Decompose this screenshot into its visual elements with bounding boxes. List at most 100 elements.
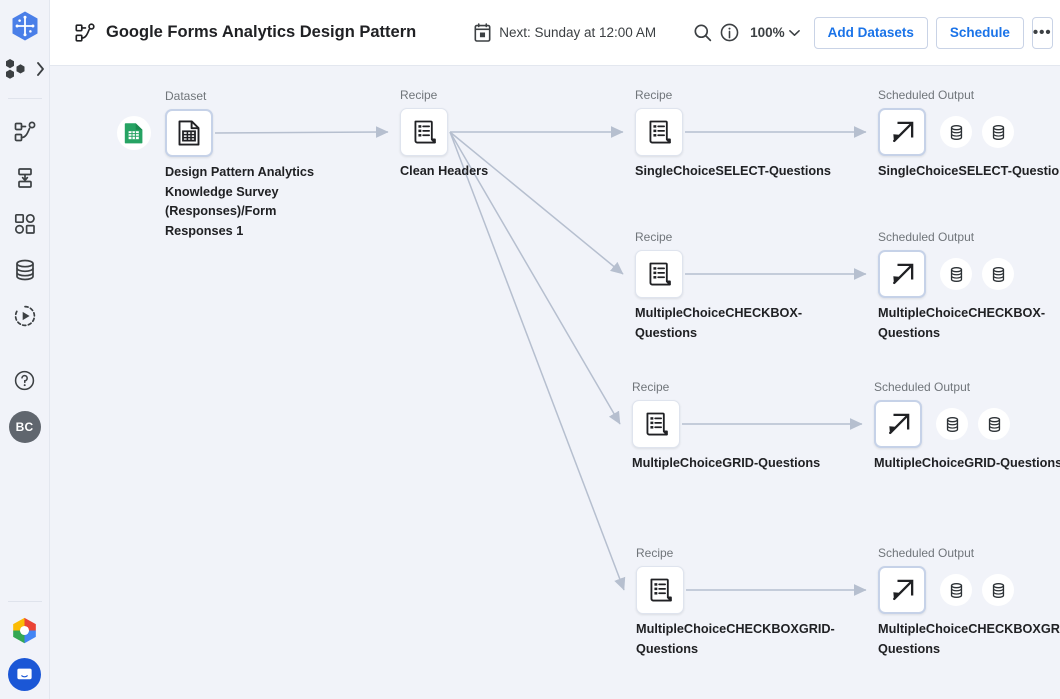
header-flow-graph-icon bbox=[74, 22, 96, 44]
database-icon bbox=[992, 582, 1004, 598]
flow-node-dataset[interactable]: Dataset Design Pattern Analytics Knowled… bbox=[117, 89, 314, 238]
flow-node-clean-headers[interactable]: Recipe Clean Headers bbox=[400, 88, 488, 178]
sidebar-item-flows[interactable] bbox=[5, 109, 45, 155]
google-cloud-logo-icon[interactable] bbox=[10, 616, 39, 650]
edge-clean-headers-to-recipe-grid bbox=[449, 131, 621, 425]
flow-node-output-checkbox[interactable]: Scheduled Output MultipleChoiceCHECKBOX-… bbox=[878, 230, 1045, 340]
sidebar-item-import-data[interactable] bbox=[5, 155, 45, 201]
database-icon bbox=[992, 266, 1004, 282]
info-circle-icon bbox=[720, 23, 739, 42]
flow-node-recipe-select[interactable]: Recipe SingleChoiceSELECT-Questions bbox=[635, 88, 831, 178]
node-caption: Recipe bbox=[632, 380, 670, 394]
node-icon-box[interactable] bbox=[878, 566, 926, 614]
database-icon bbox=[950, 582, 962, 598]
flow-canvas[interactable]: Dataset Design Pattern Analytics Knowled… bbox=[50, 66, 1060, 699]
import-data-icon bbox=[17, 168, 32, 188]
publish-arrow-icon bbox=[892, 121, 913, 142]
output-target-2[interactable] bbox=[982, 116, 1014, 148]
main-area: Google Forms Analytics Design Pattern Ne… bbox=[50, 0, 1060, 699]
output-target-1[interactable] bbox=[940, 258, 972, 290]
plans-grid-icon bbox=[14, 213, 35, 234]
flow-node-output-checkboxgrid[interactable]: Scheduled Output MultipleChoiceCHECKBOXG… bbox=[878, 546, 1060, 656]
database-icon bbox=[950, 266, 962, 282]
node-label: SingleChoiceSELECT-Questions bbox=[635, 164, 831, 178]
output-target-1[interactable] bbox=[940, 574, 972, 606]
sidebar-item-library[interactable] bbox=[5, 247, 45, 293]
sidebar-item-help[interactable] bbox=[5, 357, 45, 403]
next-run-schedule[interactable]: Next: Sunday at 12:00 AM bbox=[474, 23, 656, 42]
node-caption: Dataset bbox=[165, 89, 207, 103]
node-caption: Scheduled Output bbox=[878, 88, 975, 102]
info-button[interactable] bbox=[719, 16, 740, 50]
support-chat-button[interactable] bbox=[8, 658, 41, 691]
database-icon bbox=[950, 124, 962, 140]
recipe-icon bbox=[649, 262, 671, 285]
sidebar-item-job-history[interactable] bbox=[5, 293, 45, 339]
recipe-icon bbox=[649, 120, 671, 143]
rail-divider-bottom bbox=[7, 601, 42, 602]
dataprep-hexagon-logo-icon[interactable] bbox=[9, 10, 41, 42]
sidebar-item-plans[interactable] bbox=[5, 201, 45, 247]
flow-node-recipe-grid[interactable]: Recipe MultipleChoiceGRID-Questions bbox=[632, 380, 820, 470]
output-target-1[interactable] bbox=[940, 116, 972, 148]
node-icon-box[interactable] bbox=[636, 566, 684, 614]
zoom-control[interactable]: 100% bbox=[750, 25, 800, 40]
node-label: MultipleChoiceCHECKBOXGRID-Questions bbox=[878, 622, 1060, 656]
flow-header: Google Forms Analytics Design Pattern Ne… bbox=[50, 0, 1060, 66]
flow-node-output-select[interactable]: Scheduled Output SingleChoiceSELECT-Ques… bbox=[878, 88, 1060, 178]
flow-node-output-grid[interactable]: Scheduled Output MultipleChoiceGRID-Ques… bbox=[874, 380, 1060, 470]
rail-bottom-group bbox=[0, 601, 49, 691]
publish-arrow-icon bbox=[892, 263, 913, 284]
flow-switcher[interactable] bbox=[4, 58, 45, 80]
chevron-right-icon bbox=[37, 62, 44, 76]
node-label: Clean Headers bbox=[400, 164, 489, 178]
node-icon-box[interactable] bbox=[165, 109, 213, 157]
node-icon-box[interactable] bbox=[874, 400, 922, 448]
node-caption: Recipe bbox=[400, 88, 438, 102]
node-label: MultipleChoiceCHECKBOX-Questions bbox=[635, 306, 803, 340]
more-options-button[interactable]: ••• bbox=[1031, 16, 1053, 49]
node-caption: Recipe bbox=[635, 88, 673, 102]
job-history-icon bbox=[14, 305, 35, 327]
output-target-2[interactable] bbox=[982, 574, 1014, 606]
node-caption: Recipe bbox=[635, 230, 673, 244]
flow-node-recipe-checkboxgrid[interactable]: Recipe MultipleChoiceCHECKBOXGRID-Questi… bbox=[636, 546, 835, 656]
database-icon bbox=[946, 416, 958, 432]
node-icon-box[interactable] bbox=[635, 108, 683, 156]
edge-dataset-to-clean-headers bbox=[214, 126, 389, 138]
output-target-2[interactable] bbox=[982, 258, 1014, 290]
node-caption: Scheduled Output bbox=[878, 230, 975, 244]
output-target-1[interactable] bbox=[936, 408, 968, 440]
add-datasets-button[interactable]: Add Datasets bbox=[813, 16, 928, 49]
node-label: MultipleChoiceGRID-Questions bbox=[874, 456, 1060, 470]
node-caption: Recipe bbox=[636, 546, 674, 560]
node-icon-box[interactable] bbox=[400, 108, 448, 156]
node-icon-box[interactable] bbox=[878, 108, 926, 156]
publish-arrow-icon bbox=[888, 413, 909, 434]
output-target-2[interactable] bbox=[978, 408, 1010, 440]
search-button[interactable] bbox=[692, 16, 713, 50]
flow-graph-icon bbox=[14, 121, 35, 142]
node-icon-box[interactable] bbox=[632, 400, 680, 448]
page-title: Google Forms Analytics Design Pattern bbox=[106, 23, 417, 41]
node-icon-box[interactable] bbox=[635, 250, 683, 298]
zoom-level-label: 100% bbox=[750, 25, 785, 40]
edge-clean-headers-to-recipe-checkbox bbox=[449, 131, 624, 275]
flow-edges bbox=[214, 126, 867, 596]
node-label: Design Pattern Analytics Knowledge Surve… bbox=[165, 165, 315, 238]
dataset-table-icon bbox=[178, 120, 200, 146]
flow-node-recipe-checkbox[interactable]: Recipe MultipleChoiceCHECKBOX-Questions bbox=[635, 230, 802, 340]
chevron-down-icon bbox=[788, 29, 800, 36]
recipe-icon bbox=[650, 578, 672, 601]
publish-arrow-icon bbox=[892, 579, 913, 600]
avatar[interactable]: BC bbox=[8, 411, 41, 443]
node-label: SingleChoiceSELECT-Questions bbox=[878, 164, 1060, 178]
chat-bubble-icon bbox=[17, 668, 32, 680]
node-caption: Scheduled Output bbox=[878, 546, 975, 560]
search-icon bbox=[694, 24, 712, 42]
schedule-button[interactable]: Schedule bbox=[935, 16, 1024, 49]
google-sheets-icon bbox=[124, 123, 143, 144]
node-icon-box[interactable] bbox=[878, 250, 926, 298]
database-icon bbox=[988, 416, 1000, 432]
